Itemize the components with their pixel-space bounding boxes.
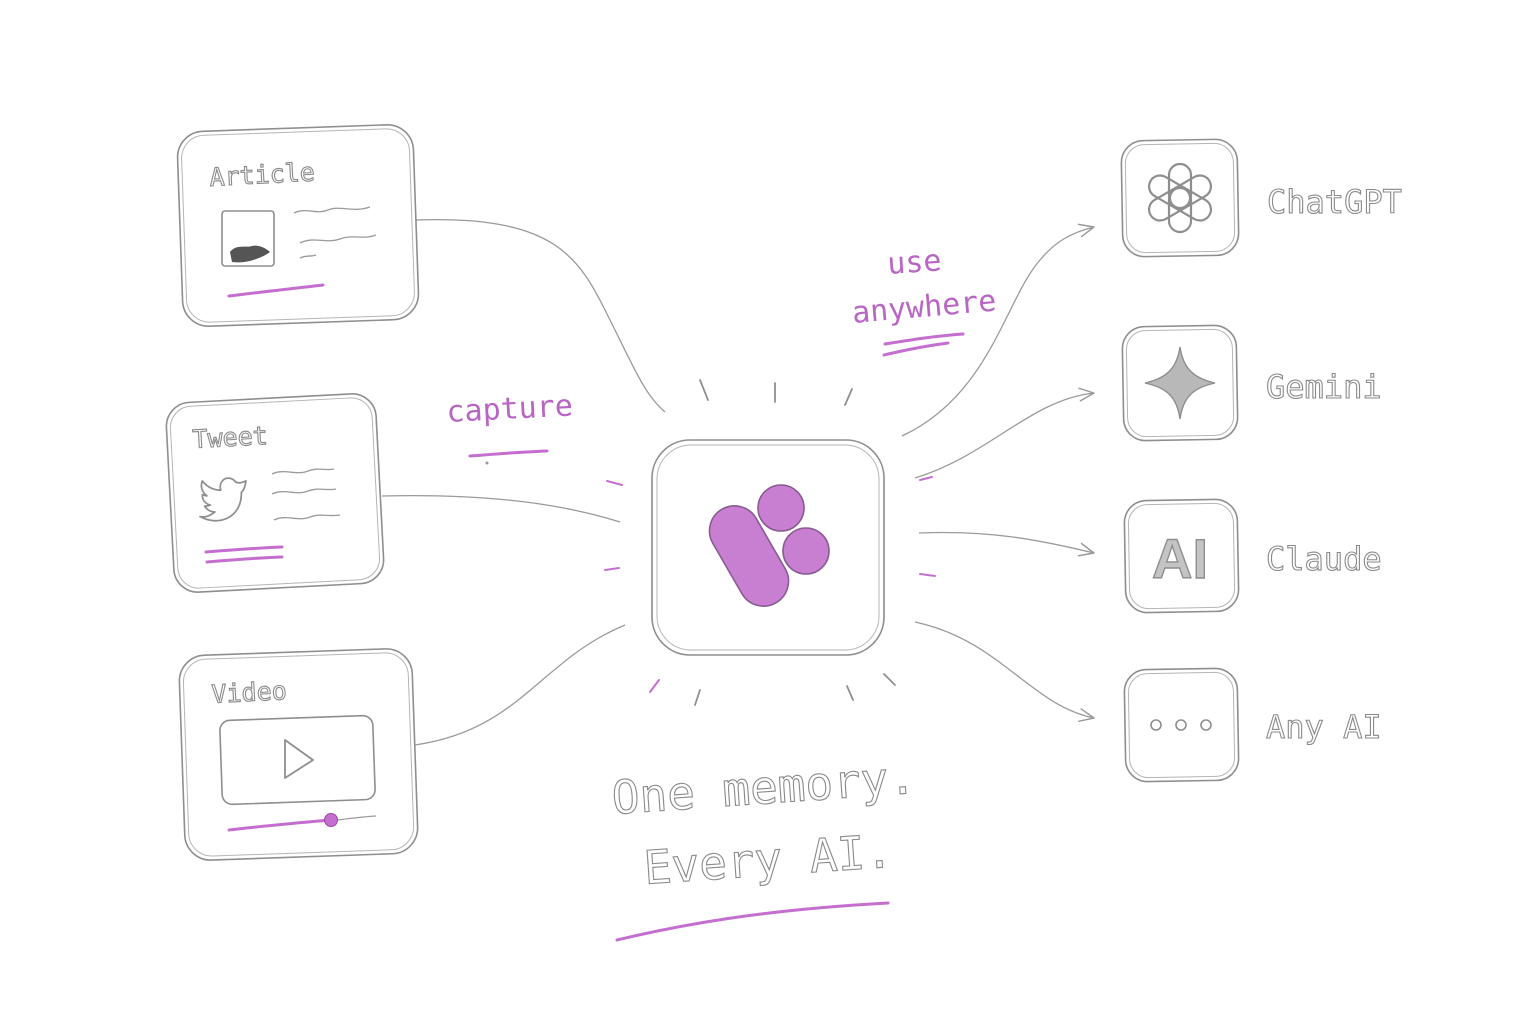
chatgpt-knot-icon xyxy=(1147,162,1213,234)
any-ai-label: Any AI xyxy=(1266,708,1382,746)
hub-rays xyxy=(604,379,936,706)
target-connectors xyxy=(901,223,1095,723)
tweet-connector xyxy=(381,494,621,523)
tweet-label: Tweet xyxy=(192,421,269,454)
chatgpt-label: ChatGPT xyxy=(1267,183,1402,221)
capture-annotation: capture xyxy=(446,388,574,465)
video-progress-knob xyxy=(324,813,338,827)
article-card: Article xyxy=(176,124,420,327)
ai-text-icon: AI xyxy=(1152,527,1208,590)
chatgpt-connector xyxy=(901,223,1095,437)
ellipsis-icon xyxy=(1150,719,1212,731)
svg-text:capture: capture xyxy=(446,388,574,430)
any-ai-connector xyxy=(914,621,1095,723)
memory-logo-icon xyxy=(708,484,830,607)
gemini-label: Gemini xyxy=(1266,368,1382,406)
tagline: One memory. Every AI. xyxy=(609,749,918,942)
svg-text:use: use xyxy=(886,243,942,282)
video-label: Video xyxy=(211,676,288,709)
claude-card: AI Claude xyxy=(1123,498,1382,614)
claude-label: Claude xyxy=(1266,540,1382,578)
article-thumbnail-icon xyxy=(221,210,275,267)
tweet-card: Tweet xyxy=(165,393,385,593)
svg-text:anywhere: anywhere xyxy=(851,284,998,331)
any-ai-card: Any AI xyxy=(1123,667,1382,783)
gemini-connector xyxy=(914,387,1095,479)
article-label: Article xyxy=(209,158,316,192)
memory-hub xyxy=(651,439,885,656)
chatgpt-card: ChatGPT xyxy=(1120,138,1402,258)
article-connector xyxy=(415,218,666,413)
claude-connector xyxy=(918,531,1095,557)
tagline-line2: Every AI. xyxy=(642,824,894,895)
video-connector xyxy=(414,624,626,746)
video-card: Video xyxy=(178,648,419,861)
play-icon xyxy=(284,739,314,779)
use-anywhere-annotation: use anywhere xyxy=(851,243,998,357)
twitter-bird-icon xyxy=(199,477,247,522)
tagline-line1: One memory. xyxy=(610,750,918,825)
gemini-sparkle-icon xyxy=(1144,346,1216,420)
gemini-card: Gemini xyxy=(1121,324,1382,442)
source-connectors xyxy=(381,218,666,746)
